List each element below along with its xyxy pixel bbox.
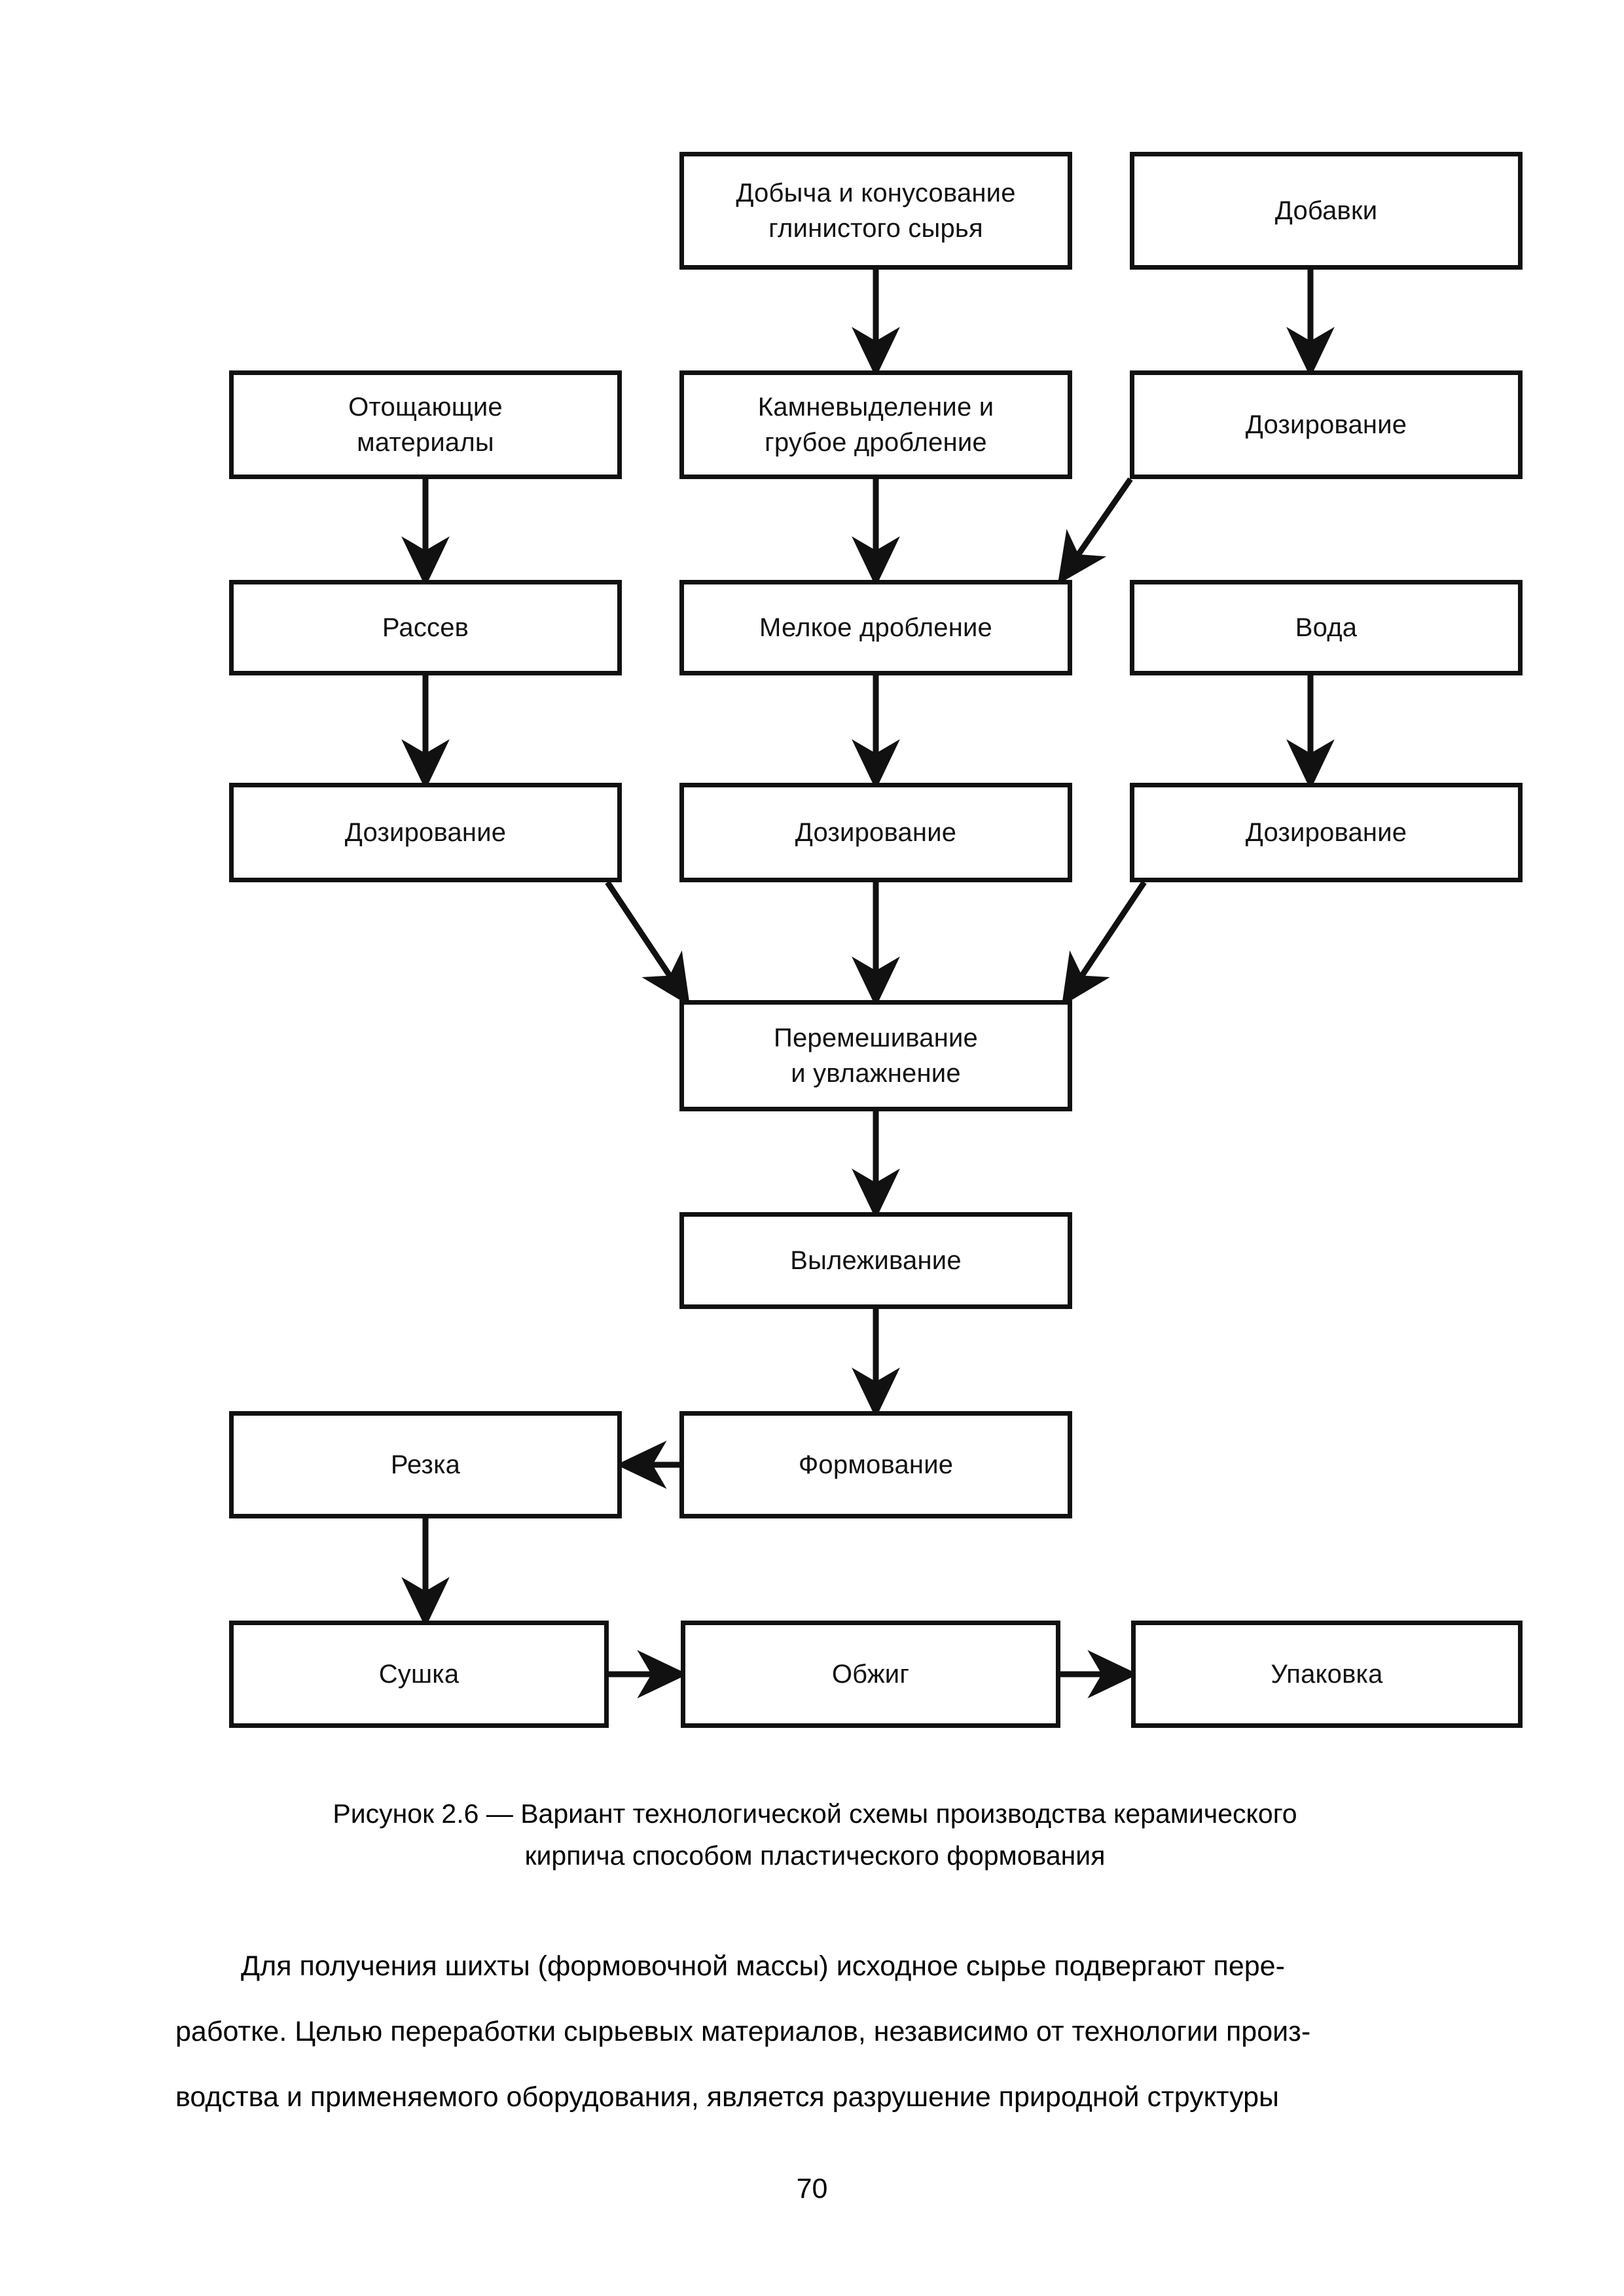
- node-rassev[interactable]: Рассев: [229, 580, 622, 675]
- node-dozirovanie-rassev[interactable]: Дозирование: [229, 783, 622, 882]
- node-label: Резка: [390, 1450, 461, 1479]
- node-obzhig[interactable]: Обжиг: [681, 1621, 1060, 1728]
- paragraph-line-1: Для получения шихты (формовочной массы) …: [241, 1950, 1285, 1982]
- node-label: Камневыделение и грубое дробление: [757, 393, 994, 457]
- figure-flowchart: Добыча и конусование глинистого сырья До…: [229, 152, 1523, 1728]
- caption-line-2: кирпича способом пластического формовани…: [524, 1840, 1106, 1871]
- node-melkoe-droblenie[interactable]: Мелкое дробление: [679, 580, 1072, 675]
- body-paragraph: Для получения шихты (формовочной массы) …: [175, 1934, 1455, 2130]
- node-label: Дозирование: [795, 818, 957, 847]
- node-label: Сушка: [378, 1660, 460, 1689]
- node-label: Добавки: [1274, 196, 1378, 225]
- node-label: Рассев: [382, 613, 469, 642]
- node-dozirovanie-melkoe[interactable]: Дозирование: [679, 783, 1072, 882]
- node-label: Формование: [798, 1450, 954, 1479]
- node-dobavki[interactable]: Добавки: [1130, 152, 1523, 270]
- paragraph-line-3: водства и применяемого оборудования, явл…: [175, 2081, 1279, 2113]
- node-dozirovanie-voda[interactable]: Дозирование: [1130, 783, 1523, 882]
- node-dozirovanie-dobavki[interactable]: Дозирование: [1130, 370, 1523, 479]
- node-vylezhivanie[interactable]: Вылеживание: [679, 1212, 1072, 1309]
- caption-line-1: Рисунок 2.6 — Вариант технологической сх…: [333, 1799, 1297, 1829]
- node-label: Дозирование: [344, 818, 507, 847]
- node-kamnevydelenie[interactable]: Камневыделение и грубое дробление: [679, 370, 1072, 479]
- node-label: Мелкое дробление: [759, 613, 992, 642]
- node-label: Упаковка: [1271, 1660, 1383, 1689]
- node-label: Вода: [1295, 613, 1358, 642]
- node-label: Отощающие материалы: [348, 393, 503, 457]
- figure-caption: Рисунок 2.6 — Вариант технологической сх…: [157, 1793, 1473, 1876]
- node-otoshchayushie[interactable]: Отощающие материалы: [229, 370, 622, 479]
- node-label: Дозирование: [1245, 410, 1407, 439]
- node-dobycha[interactable]: Добыча и конусование глинистого сырья: [679, 152, 1072, 270]
- node-label: Вылеживание: [790, 1246, 962, 1275]
- node-voda[interactable]: Вода: [1130, 580, 1523, 675]
- node-rezka[interactable]: Резка: [229, 1411, 622, 1518]
- node-formovanie[interactable]: Формование: [679, 1411, 1072, 1518]
- flowchart-connectors: [401, 268, 1335, 1698]
- node-upakovka[interactable]: Упаковка: [1131, 1621, 1523, 1728]
- node-peremeshivanie[interactable]: Перемешивание и увлажнение: [679, 1000, 1072, 1111]
- node-sushka[interactable]: Сушка: [229, 1621, 609, 1728]
- paragraph-line-2: работке. Целью переработки сырьевых мате…: [175, 2015, 1311, 2047]
- node-label: Дозирование: [1245, 818, 1407, 847]
- node-label: Обжиг: [831, 1660, 910, 1689]
- node-label: Добыча и конусование глинистого сырья: [736, 179, 1016, 243]
- node-label: Перемешивание и увлажнение: [774, 1024, 978, 1088]
- page-number: 70: [796, 2173, 828, 2204]
